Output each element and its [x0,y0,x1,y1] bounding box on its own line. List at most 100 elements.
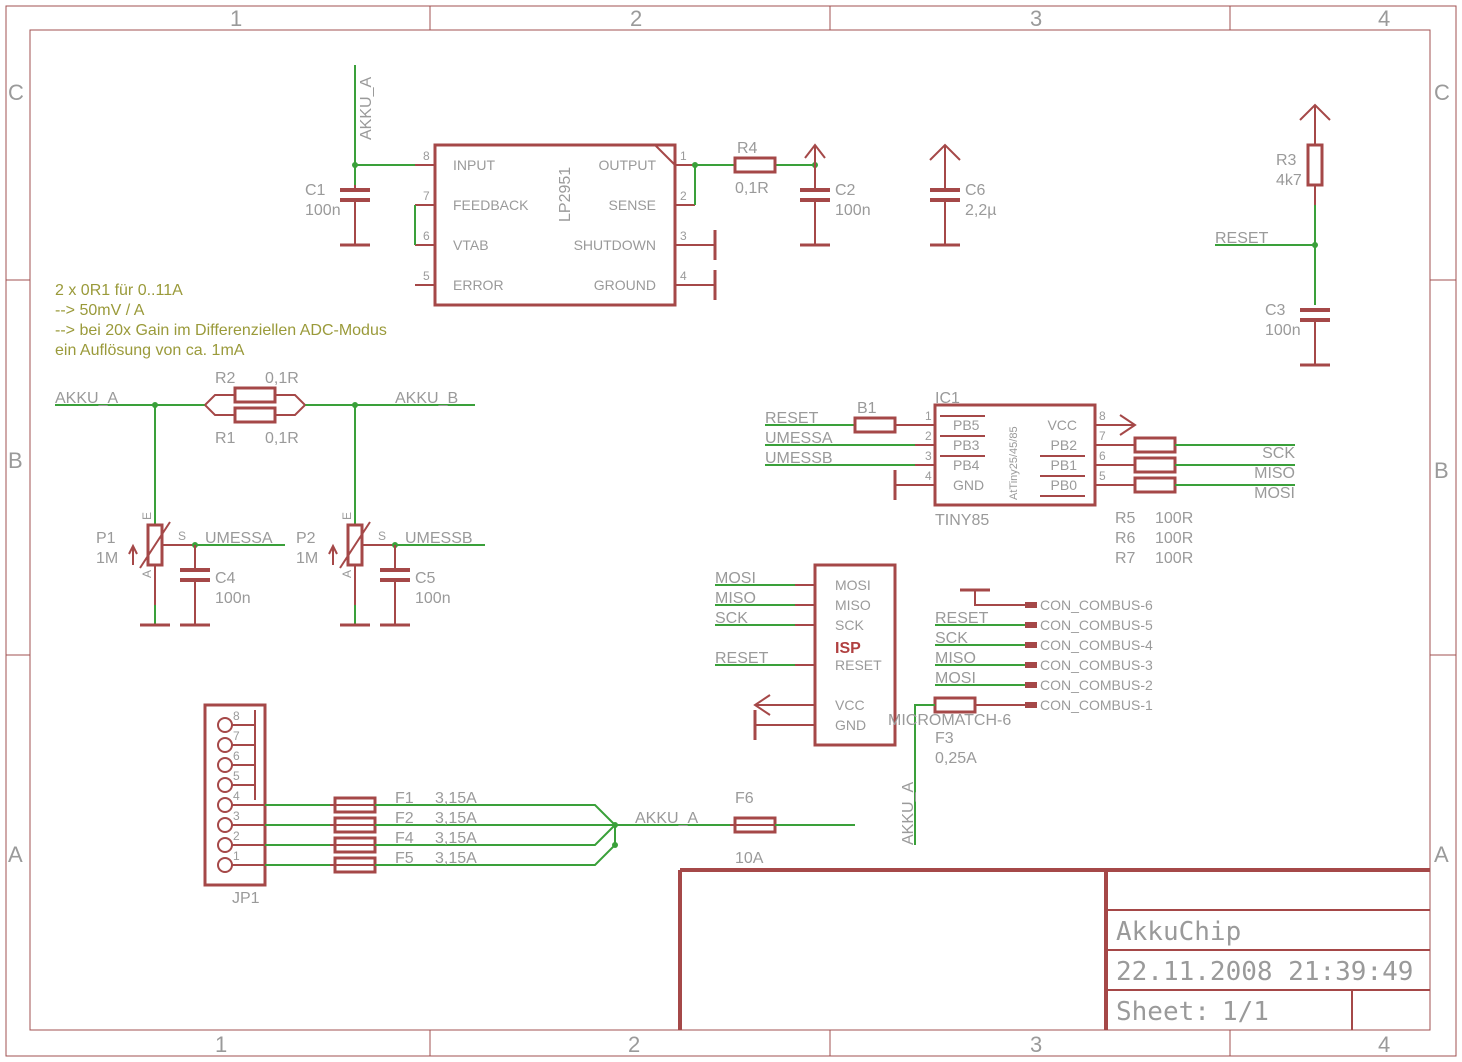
potentiometer-p2 [328,405,485,627]
c5-name: C5 [415,570,436,587]
ic1-vertical-label: AtTiny25/45/85 [1008,426,1020,500]
net-label-reset-isp: RESET [715,650,769,667]
c6-name: C6 [965,182,986,199]
jp1-pin-8: 8 [233,709,240,723]
regulator-pin-num-2: 2 [680,189,687,203]
r5-value: 100R [1155,510,1193,527]
connector-pin-3: CON_COMBUS-3 [1040,657,1153,673]
ic1-name: IC1 [935,390,960,407]
r7-name: R7 [1115,550,1136,567]
regulator-pin-feedback: FEEDBACK [453,197,529,213]
regulator-pin-num-8: 8 [423,149,430,163]
isp-pin-sck: SCK [835,617,864,633]
f2-name: F2 [395,810,414,827]
row-label-c-right: C [1434,80,1450,105]
jp1-pin-6: 6 [233,749,240,763]
title-name: AkkuChip [1116,917,1241,947]
isp-pin-reset: RESET [835,657,882,673]
note-line-1: 2 x 0R1 für 0..11A [55,282,183,299]
f3-name: F3 [935,730,954,747]
net-label-mosi-isp: MOSI [715,570,756,587]
row-label-a-left: A [8,842,23,867]
b1-name: B1 [857,400,877,417]
connector-pin-4: CON_COMBUS-4 [1040,637,1153,653]
jp1-pin-4: 4 [233,789,240,803]
c1-name: C1 [305,182,326,199]
net-label-akku-a-fuses: AKKU_A [635,810,698,827]
c2-value: 100n [835,202,871,219]
connector-pin-1: CON_COMBUS-1 [1040,697,1153,713]
regulator-pin-num-6: 6 [423,229,430,243]
f6-value: 10A [735,850,764,867]
ic1-pin-gnd: GND [953,477,984,493]
r1-name: R1 [215,430,236,447]
title-block [678,868,1430,1030]
p2-value: 1M [296,550,318,567]
net-label-reset-connector: RESET [935,610,989,627]
f2-value: 3,15A [435,810,477,827]
ic1-pin-num-2: 2 [925,429,932,443]
f5-name: F5 [395,850,414,867]
ic1-pin-pb3: PB3 [953,437,980,453]
column-label-3-top: 3 [1030,6,1042,31]
r3-value: 4k7 [1276,172,1302,189]
c5-value: 100n [415,590,451,607]
ic1-pin-num-6: 6 [1099,449,1106,463]
net-label-reset-r3: RESET [1215,230,1269,247]
capacitor-c4 [180,545,210,627]
net-label-umessa-p1: UMESSA [205,530,273,547]
regulator-pin-num-1: 1 [680,149,687,163]
net-label-sck-connector: SCK [935,630,968,647]
title-datetime: 22.11.2008 21:39:49 [1116,957,1413,987]
r4-value: 0,1R [735,180,769,197]
column-label-2-top: 2 [630,6,642,31]
net-label-mosi-ic1: MOSI [1254,485,1295,502]
isp-pin-miso: MISO [835,597,871,613]
ic1-value: TINY85 [935,512,989,529]
note-line-4: ein Auflösung von ca. 1mA [55,342,245,359]
c3-value: 100n [1265,322,1301,339]
column-label-4-bottom: 4 [1378,1032,1390,1057]
column-label-3-bottom: 3 [1030,1032,1042,1057]
c3-name: C3 [1265,302,1286,319]
net-label-akku-a-top: AKKU_A [358,77,375,140]
column-label-1-top: 1 [230,6,242,31]
isp-pin-gnd: GND [835,717,866,733]
title-sheet-number: 1/1 [1222,997,1269,1027]
c4-value: 100n [215,590,251,607]
fuses-f1-f5 [265,796,855,874]
net-label-reset-ic1: RESET [765,410,819,427]
p2-pin-e: E [340,512,354,520]
row-label-b-left: B [8,448,23,473]
net-label-akku-a-shunt: AKKU_A [55,390,118,407]
regulator-pin-output: OUTPUT [598,157,656,173]
regulator-wiring [352,65,818,245]
note-line-3: --> bei 20x Gain im Differenziellen ADC-… [55,322,387,339]
net-label-sck-isp: SCK [715,610,748,627]
connector-pin-6: CON_COMBUS-6 [1040,597,1153,613]
shunt-r1-r2 [55,386,475,424]
ic1-pin-pb0: PB0 [1051,477,1078,493]
c2-name: C2 [835,182,856,199]
connector-name: MICROMATCH-6 [888,712,1011,729]
p2-pin-a: A [340,570,354,578]
ic1-attiny85 [893,403,1137,507]
row-label-b-right: B [1434,458,1449,483]
jp1-pin-7: 7 [233,729,240,743]
r6-value: 100R [1155,530,1193,547]
net-label-umessb-p2: UMESSB [405,530,473,547]
p1-pin-a: A [140,570,154,578]
r6-name: R6 [1115,530,1136,547]
ic1-pin-pb1: PB1 [1051,457,1078,473]
column-label-1-bottom: 1 [215,1032,227,1057]
connector-pin-2: CON_COMBUS-2 [1040,677,1153,693]
p1-name: P1 [96,530,116,547]
regulator-pin-num-4: 4 [680,269,687,283]
p1-pin-e: E [140,512,154,520]
net-label-miso-isp: MISO [715,590,756,607]
c1-value: 100n [305,202,341,219]
jp1-name: JP1 [232,890,260,907]
net-label-umessb-ic1: UMESSB [765,450,833,467]
isp-pin-mosi: MOSI [835,577,871,593]
ic1-pin-num-7: 7 [1099,429,1106,443]
